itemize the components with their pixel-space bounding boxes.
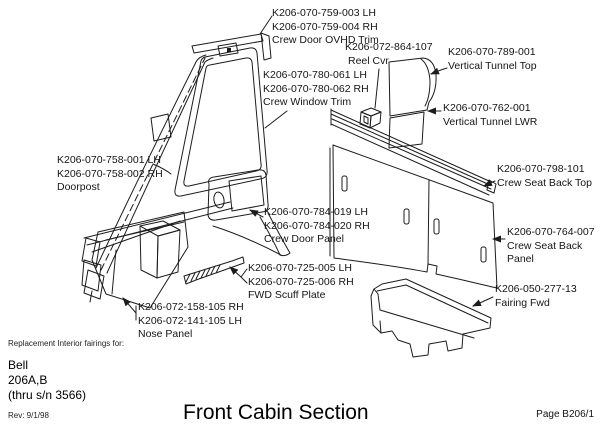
label-vertical-tunnel-lwr: K206-070-762-001 Vertical Tunnel LWR	[443, 102, 537, 129]
fwd-scuff-plate-drawing	[183, 256, 245, 285]
leader-nose-panel	[122, 297, 137, 314]
part-number-line: K206-050-277-13	[495, 283, 577, 295]
fairing-fwd-drawing	[370, 278, 492, 358]
applicability-block: Bell 206A,B (thru s/n 3566)	[8, 358, 86, 403]
label-crew-door-panel: K206-070-784-019 LH K206-070-784-020 RH …	[264, 206, 370, 247]
leader-vertical-tunnel-top	[430, 67, 448, 75]
label-doorpost: K206-070-758-001 LH K206-070-758-002 RH …	[57, 154, 163, 195]
part-name-line: Nose Panel	[138, 328, 193, 340]
label-fairing-fwd: K206-050-277-13 Fairing Fwd	[495, 283, 577, 310]
label-crew-seat-back-panel: K206-070-764-007 Crew Seat Back Panel	[507, 226, 595, 267]
part-name-line: Crew Door OVHD Trim	[272, 34, 379, 46]
part-name-line: Reel Cvr	[348, 54, 389, 67]
part-number-line: K206-072-864-107	[345, 41, 433, 53]
part-name-line: FWD Scuff Plate	[248, 289, 326, 301]
page-title: Front Cabin Section	[183, 401, 369, 424]
leader-crew-window-trim	[264, 110, 288, 129]
label-vertical-tunnel-top: K206-070-789-001 Vertical Tunnel Top	[448, 46, 537, 73]
part-name-line: Vertical Tunnel LWR	[443, 115, 538, 128]
doorpost-drawing	[81, 54, 214, 303]
part-number-line: K206-070-784-019 LH	[264, 206, 368, 218]
label-crew-door-ovhd-trim: K206-070-759-003 LH K206-070-759-004 RH …	[272, 7, 379, 48]
leader-fwd-scuff-plate	[229, 266, 242, 278]
part-number-line: K206-070-725-006 RH	[248, 275, 354, 288]
part-name-line: Crew Door Panel	[264, 233, 344, 245]
part-number-line: K206-072-158-105 RH	[138, 301, 244, 313]
crew-window-trim-drawing	[174, 47, 268, 197]
part-number-line: K206-072-141-105 LH	[138, 314, 242, 327]
aircraft-serial-range: (thru s/n 3566)	[8, 388, 87, 402]
leader-lines	[122, 15, 506, 321]
label-reel-cvr: K206-072-864-107 Reel Cvr	[345, 41, 433, 68]
nose-panel-drawing	[81, 201, 234, 309]
vertical-tunnel-lwr-drawing	[388, 111, 425, 149]
revision-date: Rev: 9/1/98	[8, 411, 49, 420]
crew-seat-back-top-drawing	[330, 108, 497, 196]
part-number-line: K206-070-798-101	[497, 163, 585, 175]
leader-fairing-fwd	[472, 296, 494, 307]
part-name-line: Crew Window Trim	[263, 96, 352, 108]
label-crew-seat-back-top: K206-070-798-101 Crew Seat Back Top	[497, 163, 592, 190]
part-number-line: K206-070-725-005 LH	[248, 262, 352, 274]
part-name-line: Fairing Fwd	[495, 296, 550, 309]
part-number-line: K206-070-758-002 RH	[57, 167, 163, 180]
leader-reel-cvr	[374, 68, 380, 109]
part-name-line: Doorpost	[57, 181, 100, 193]
crew-door-ovhd-trim-drawing	[191, 32, 272, 61]
leader-fwd-scuff-plate-bracket	[240, 268, 248, 284]
part-number-line: K206-070-764-007	[507, 226, 595, 238]
part-name-line: Panel	[507, 253, 534, 265]
leader-crew-seat-back-top	[483, 179, 496, 187]
part-name-line: Vertical Tunnel Top	[448, 59, 537, 72]
part-number-line: K206-070-780-061 LH	[263, 69, 367, 81]
part-number-line: K206-070-784-020 RH	[264, 219, 370, 232]
crew-door-panel-drawing	[207, 169, 291, 257]
label-nose-panel: K206-072-158-105 RH K206-072-141-105 LH …	[138, 301, 244, 342]
part-number-line: K206-070-759-004 RH	[272, 20, 378, 33]
label-crew-window-trim: K206-070-780-061 LH K206-070-780-062 RH …	[263, 69, 369, 110]
part-number-line: K206-070-762-001	[443, 102, 531, 114]
aircraft-make: Bell	[8, 358, 29, 372]
applicability-note: Replacement Interior fairings for:	[8, 339, 125, 348]
leader-crew-door-ovhd-trim	[259, 15, 273, 35]
part-number-line: K206-070-759-003 LH	[272, 7, 376, 19]
leader-doorpost	[152, 163, 172, 175]
part-name-line: Crew Seat Back Top	[497, 176, 592, 189]
part-number-line: K206-070-758-001 LH	[57, 154, 161, 166]
label-fwd-scuff-plate: K206-070-725-005 LH K206-070-725-006 RH …	[248, 262, 354, 303]
aircraft-model: 206A,B	[8, 373, 48, 387]
part-name-line: Crew Seat Back	[507, 239, 583, 252]
leader-crew-door-panel	[249, 209, 264, 218]
part-number-line: K206-070-780-062 RH	[263, 82, 369, 95]
page-number: Page B206/1	[536, 409, 594, 420]
part-number-line: K206-070-789-001	[448, 46, 536, 58]
reel-cvr-drawing	[359, 107, 382, 129]
crew-seat-back-panel-drawing	[329, 144, 498, 289]
